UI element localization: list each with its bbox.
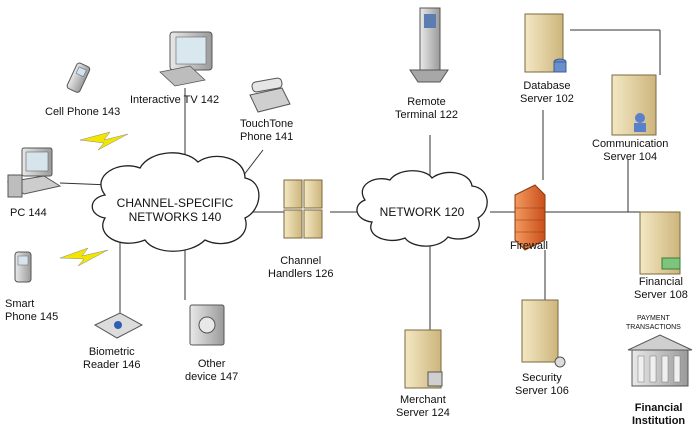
- channel-handlers-icon: [284, 180, 322, 238]
- channel-networks-line2: NETWORKS 140: [110, 210, 240, 224]
- smart-phone-line2: Phone 145: [5, 311, 58, 324]
- financial-institution-line1: Financial: [632, 402, 685, 415]
- communication-server-line2: Server 104: [592, 151, 668, 164]
- biometric-line1: Biometric: [83, 346, 141, 359]
- communication-server-line1: Communication: [592, 138, 668, 151]
- lightning-bolt-icon: [80, 132, 128, 150]
- touchtone-line2: Phone 141: [240, 131, 293, 144]
- database-server-label: Database Server 102: [520, 80, 574, 106]
- channel-networks-label: CHANNEL-SPECIFIC NETWORKS 140: [110, 196, 240, 224]
- security-server-icon: [522, 300, 565, 367]
- biometric-line2: Reader 146: [83, 359, 141, 372]
- merchant-server-icon: [405, 330, 442, 388]
- remote-terminal-label: Remote Terminal 122: [395, 96, 458, 122]
- security-server-line2: Server 106: [515, 385, 569, 398]
- interactive-tv-label: Interactive TV 142: [130, 94, 219, 107]
- network-120-label: NETWORK 120: [372, 205, 472, 219]
- firewall-label: Firewall: [510, 240, 548, 253]
- financial-server-line1: Financial: [634, 276, 688, 289]
- lightning-bolt-icon: [60, 248, 108, 266]
- database-server-line1: Database: [520, 80, 574, 93]
- other-device-line1: Other: [185, 358, 238, 371]
- channel-handlers-label: Channel Handlers 126: [268, 255, 333, 281]
- touchtone-line1: TouchTone: [240, 118, 293, 131]
- other-device-line2: device 147: [185, 371, 238, 384]
- payment-line2: TRANSACTIONS: [626, 323, 681, 332]
- financial-server-icon: [640, 212, 680, 274]
- database-server-line2: Server 102: [520, 93, 574, 106]
- channel-handlers-line1: Channel: [268, 255, 333, 268]
- merchant-server-line1: Merchant: [396, 394, 450, 407]
- remote-terminal-icon: [410, 8, 448, 82]
- financial-institution-icon: [628, 335, 692, 386]
- other-device-icon: [190, 305, 224, 345]
- remote-terminal-line1: Remote: [395, 96, 458, 109]
- smart-phone-line1: Smart: [5, 298, 58, 311]
- other-device-label: Other device 147: [185, 358, 238, 384]
- cell-phone-label: Cell Phone 143: [45, 106, 120, 119]
- touchtone-phone-icon: [250, 77, 290, 112]
- merchant-server-label: Merchant Server 124: [396, 394, 450, 420]
- security-server-label: Security Server 106: [515, 372, 569, 398]
- database-server-icon: [525, 14, 566, 72]
- channel-handlers-line2: Handlers 126: [268, 268, 333, 281]
- merchant-server-line2: Server 124: [396, 407, 450, 420]
- communication-server-label: Communication Server 104: [592, 138, 668, 164]
- remote-terminal-line2: Terminal 122: [395, 109, 458, 122]
- communication-server-icon: [612, 75, 656, 135]
- channel-networks-line1: CHANNEL-SPECIFIC: [110, 196, 240, 210]
- security-server-line1: Security: [515, 372, 569, 385]
- pc-label: PC 144: [10, 207, 47, 220]
- cell-phone-icon: [66, 62, 91, 93]
- payment-line1: PAYMENT: [626, 314, 681, 323]
- payment-transactions-label: PAYMENT TRANSACTIONS: [626, 314, 681, 332]
- biometric-reader-icon: [95, 313, 142, 338]
- financial-institution-label: Financial Institution: [632, 402, 685, 428]
- pc-icon: [8, 148, 60, 197]
- financial-server-line2: Server 108: [634, 289, 688, 302]
- touchtone-phone-label: TouchTone Phone 141: [240, 118, 293, 144]
- financial-server-label: Financial Server 108: [634, 276, 688, 302]
- biometric-reader-label: Biometric Reader 146: [83, 346, 141, 372]
- network-120-text: NETWORK 120: [372, 205, 472, 219]
- smart-phone-icon: [15, 252, 31, 282]
- financial-institution-line2: Institution: [632, 415, 685, 428]
- interactive-tv-icon: [160, 32, 212, 86]
- smart-phone-label: Smart Phone 145: [5, 298, 58, 324]
